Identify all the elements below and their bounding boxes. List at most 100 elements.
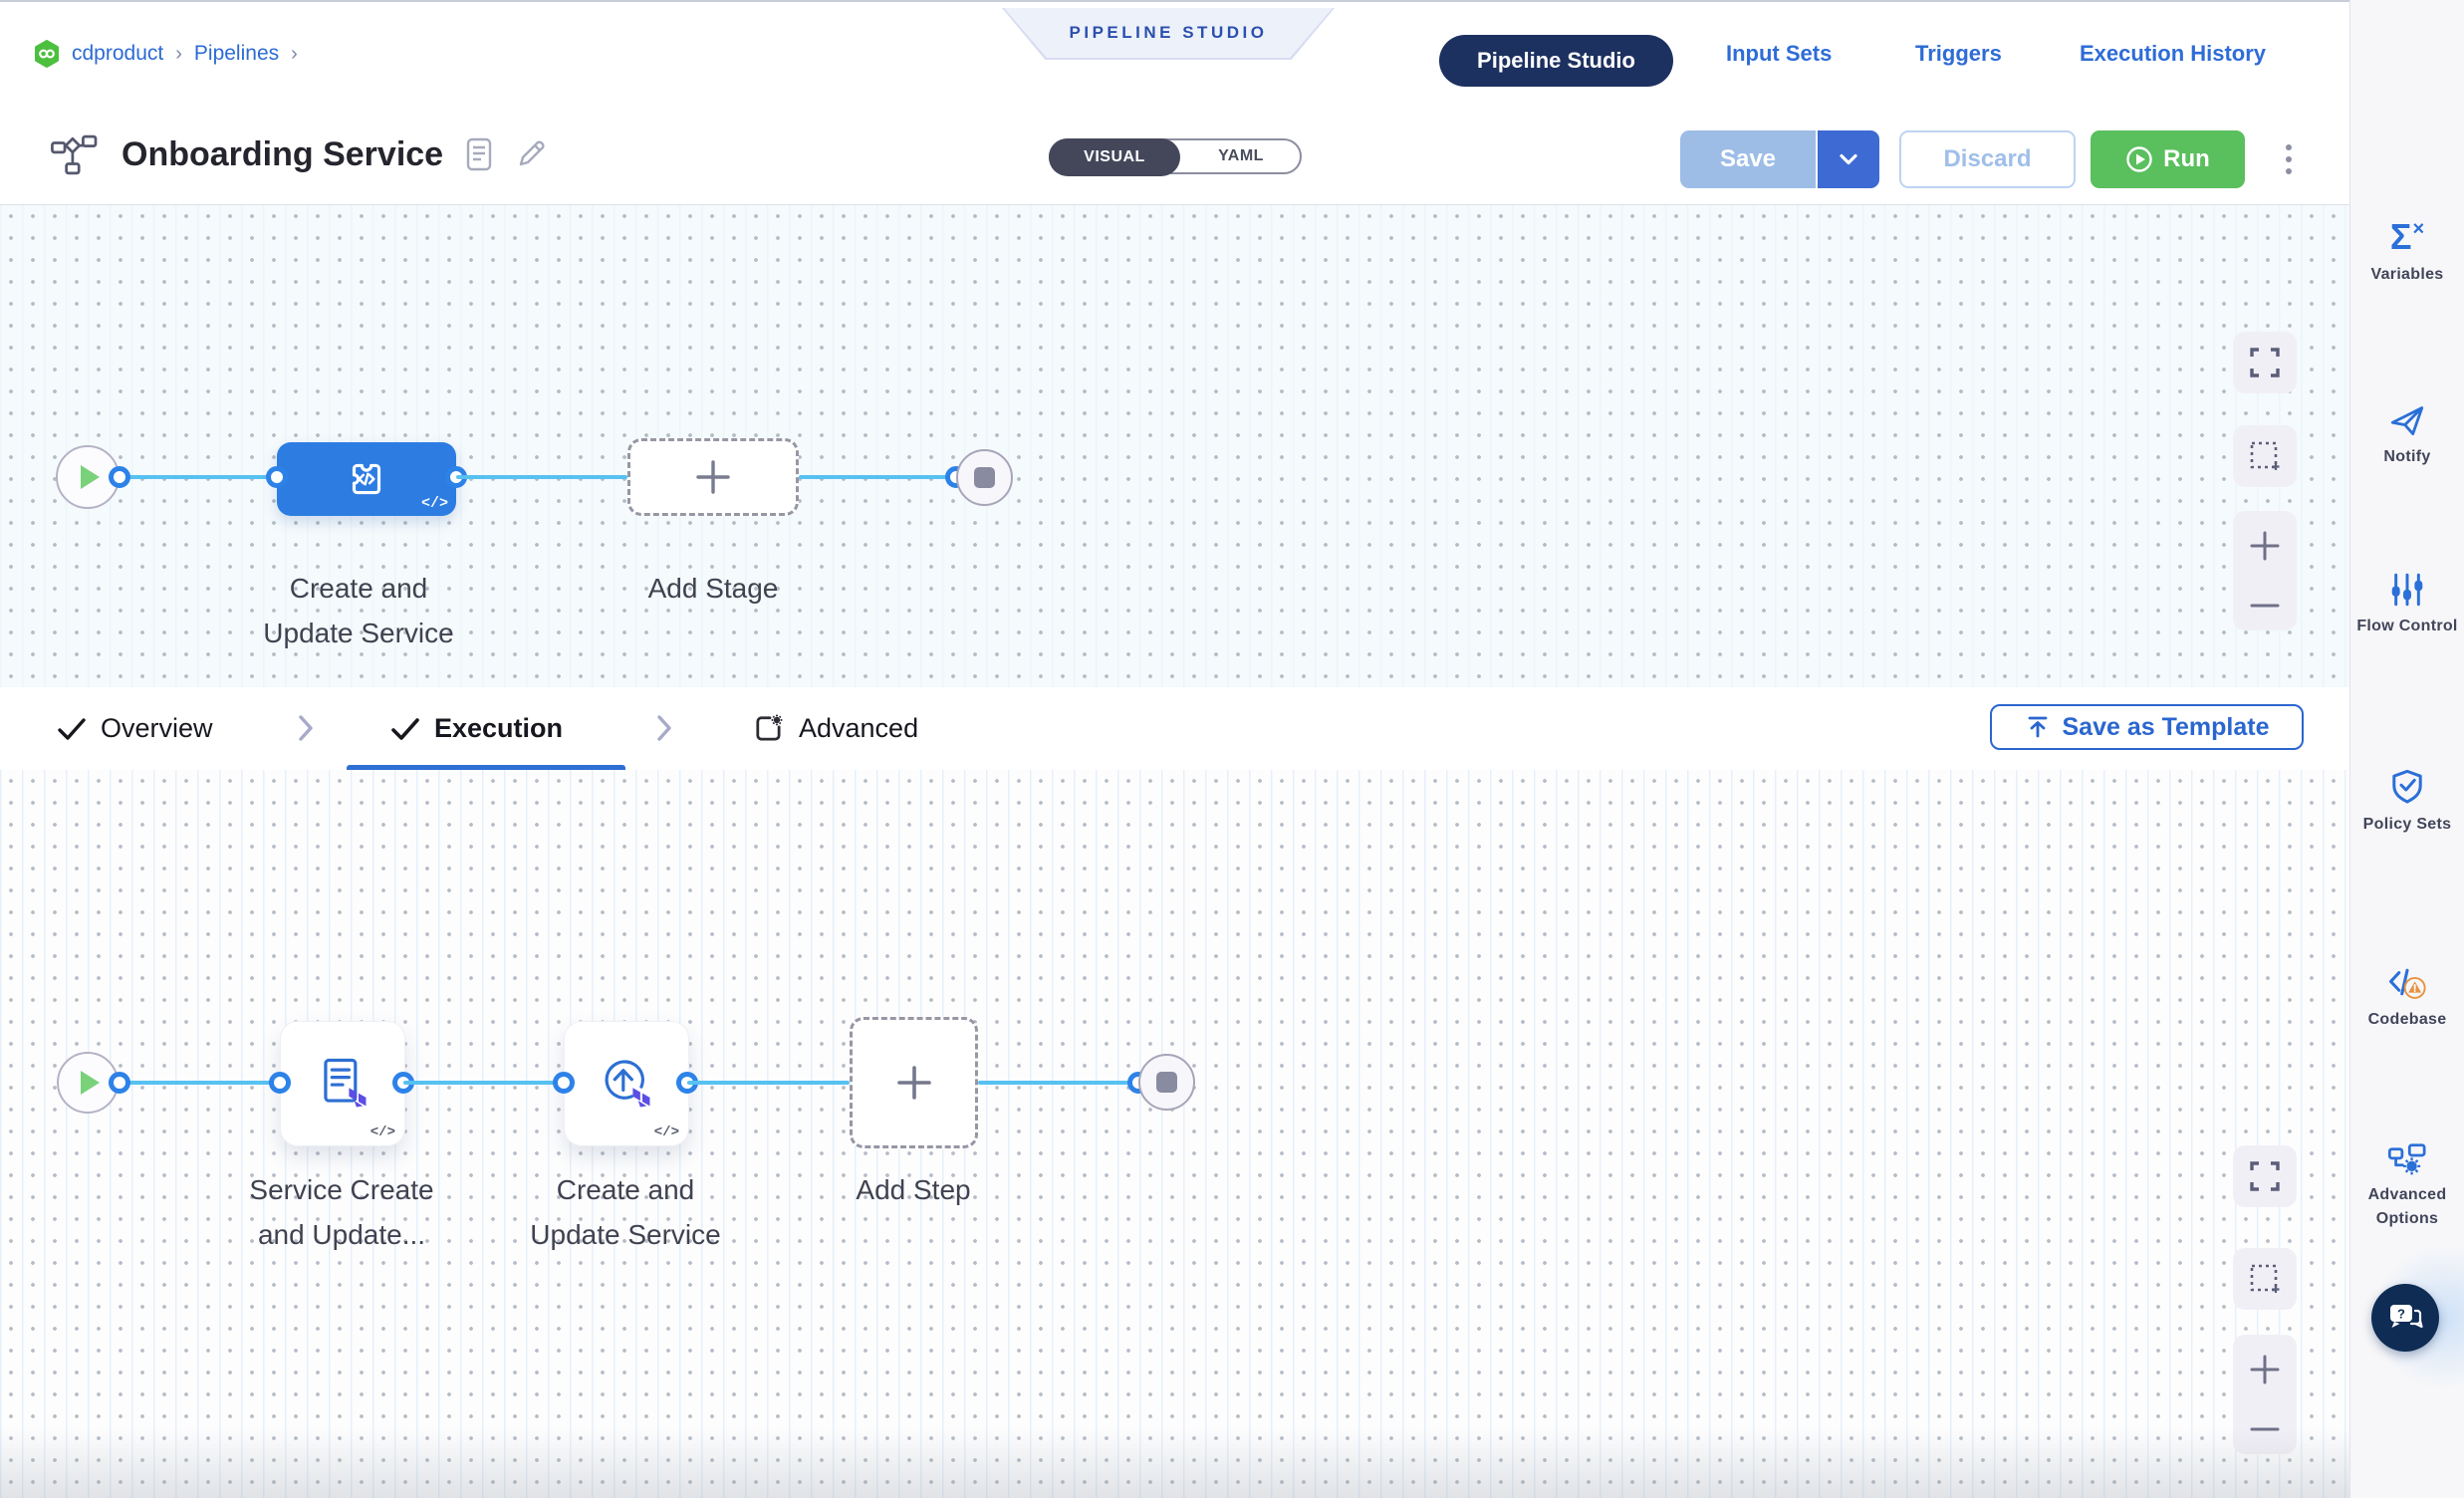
pipeline-studio-banner: PIPELINE STUDIO (1002, 8, 1335, 60)
readme-doc-icon[interactable] (465, 137, 493, 171)
toggle-yaml[interactable]: YAML (1218, 147, 1264, 164)
sidebar-item-codebase[interactable]: Codebase (2350, 964, 2464, 1032)
step-node-create-and-update-service[interactable]: </> (564, 1021, 689, 1146)
discard-button[interactable]: Discard (1899, 130, 2076, 188)
fullscreen-button[interactable] (2233, 332, 2297, 393)
connector-line (120, 475, 277, 479)
breadcrumb-pipelines-link[interactable]: Pipelines (193, 42, 280, 65)
marquee-select-button[interactable] (2233, 425, 2297, 487)
paper-plane-icon (2390, 406, 2424, 436)
save-button[interactable]: Save (1680, 130, 1816, 188)
pipeline-studio-banner-label: PIPELINE STUDIO (1004, 8, 1333, 58)
execution-canvas[interactable]: </> </> Service Create and Update... Cre (0, 770, 2350, 1498)
step-yaml-glyph: </> (653, 1124, 679, 1140)
play-icon (81, 1071, 100, 1095)
advanced-gear-doc-icon (756, 714, 783, 741)
connector-line (799, 475, 956, 479)
sidebar-item-notify[interactable]: Notify (2350, 403, 2464, 469)
edit-pencil-icon[interactable] (515, 138, 547, 170)
breadcrumb: cdproduct › Pipelines › (34, 2, 298, 106)
stage-label: Create and Update Service (263, 573, 454, 648)
add-step-button[interactable] (850, 1017, 978, 1148)
zoom-controls (2233, 1335, 2297, 1454)
connector-line (456, 475, 627, 479)
upload-icon (2028, 716, 2047, 738)
connector-dot[interactable] (269, 1072, 291, 1094)
zoom-in-button[interactable] (2248, 529, 2282, 563)
fullscreen-button[interactable] (2233, 1145, 2297, 1207)
marquee-select-icon (2250, 441, 2280, 470)
connector-dot[interactable] (266, 466, 288, 488)
connector-dot[interactable] (109, 466, 130, 488)
page-title: Onboarding Service (122, 134, 444, 173)
zoom-out-button[interactable] (2248, 1422, 2282, 1436)
sidebar-item-flow-control[interactable]: Flow Control (2350, 573, 2464, 638)
step-label: Create and Update Service (530, 1174, 721, 1250)
marquee-select-button[interactable] (2233, 1248, 2297, 1310)
plus-icon (896, 1066, 931, 1100)
chevron-right-icon (299, 715, 313, 741)
play-icon (81, 465, 100, 489)
connector-line (119, 1081, 280, 1085)
active-tab-underline (347, 765, 625, 770)
connector-line (687, 1081, 850, 1085)
pipeline-toolbar: Onboarding Service VISUAL YAML Save Disc… (0, 105, 2350, 205)
stage-node-create-and-update-service[interactable]: </> (277, 442, 456, 516)
sliders-icon (2391, 573, 2423, 607)
marquee-select-icon (2250, 1264, 2280, 1293)
right-sidebar: Σ× Variables Notify Flow Control Policy … (2349, 0, 2464, 1498)
tab-triggers[interactable]: Triggers (1915, 41, 2002, 66)
more-options-menu[interactable] (2267, 130, 2311, 188)
connector-dot[interactable] (553, 1072, 575, 1094)
connector-line (403, 1081, 564, 1085)
tab-advanced[interactable]: Advanced (753, 687, 918, 770)
save-dropdown-button[interactable] (1816, 130, 1879, 188)
tab-pipeline-studio[interactable]: Pipeline Studio (1439, 35, 1673, 87)
connector-dot[interactable] (109, 1072, 130, 1094)
add-step-label: Add Step (856, 1174, 971, 1205)
help-chat-button[interactable]: ? (2371, 1284, 2439, 1352)
terraform-plan-step-icon (324, 1058, 367, 1108)
zoom-controls (2233, 511, 2297, 630)
zoom-in-button[interactable] (2248, 1353, 2282, 1386)
stop-icon (1156, 1072, 1177, 1093)
tab-execution-history[interactable]: Execution History (2080, 41, 2267, 66)
code-warning-icon (2389, 968, 2426, 999)
execution-end-node[interactable] (1138, 1054, 1195, 1111)
svg-text:?: ? (2397, 1307, 2405, 1322)
run-button[interactable]: Run (2091, 130, 2245, 188)
visual-yaml-toggle: VISUAL YAML (1049, 138, 1302, 176)
tab-input-sets[interactable]: Input Sets (1726, 41, 1833, 66)
sidebar-item-advanced-options[interactable]: Advanced Options (2350, 1143, 2464, 1231)
step-label: Service Create and Update... (249, 1174, 434, 1250)
sidebar-item-variables[interactable]: Σ× Variables (2350, 211, 2464, 287)
tab-overview[interactable]: Overview (57, 687, 213, 770)
stage-canvas[interactable]: </> Create and Update Service Add Stage (0, 205, 2350, 687)
step-yaml-glyph: </> (370, 1124, 395, 1140)
harness-module-icon (35, 40, 59, 68)
breadcrumb-separator: › (175, 42, 182, 65)
pipeline-gear-icon (2387, 1143, 2426, 1175)
step-node-service-create-and-update[interactable]: </> (280, 1021, 405, 1146)
check-icon (391, 717, 419, 740)
save-as-template-button[interactable]: Save as Template (1990, 704, 2304, 750)
sigma-x-icon: Σ× (2389, 216, 2425, 257)
execution-start-node[interactable] (57, 1052, 119, 1114)
stage-config-tabbar: Overview Execution Advanced Save as Temp… (0, 687, 2350, 771)
check-icon (58, 717, 86, 740)
shield-check-icon (2392, 769, 2422, 804)
sidebar-item-policy-sets[interactable]: Policy Sets (2350, 769, 2464, 837)
chevron-down-icon (1840, 153, 1857, 165)
stage-yaml-glyph: </> (420, 495, 448, 512)
pipeline-end-node[interactable] (956, 449, 1013, 506)
zoom-out-button[interactable] (2248, 599, 2282, 613)
toggle-visual[interactable]: VISUAL (1049, 138, 1180, 176)
breadcrumb-separator: › (291, 42, 298, 65)
add-stage-button[interactable] (627, 438, 799, 516)
breadcrumb-project-link[interactable]: cdproduct (72, 42, 164, 65)
tab-execution[interactable]: Execution (390, 687, 563, 770)
pipeline-graph-icon (51, 134, 98, 175)
chat-question-icon: ? (2390, 1305, 2423, 1329)
terraform-apply-step-icon (605, 1060, 650, 1108)
plus-icon (696, 460, 730, 494)
